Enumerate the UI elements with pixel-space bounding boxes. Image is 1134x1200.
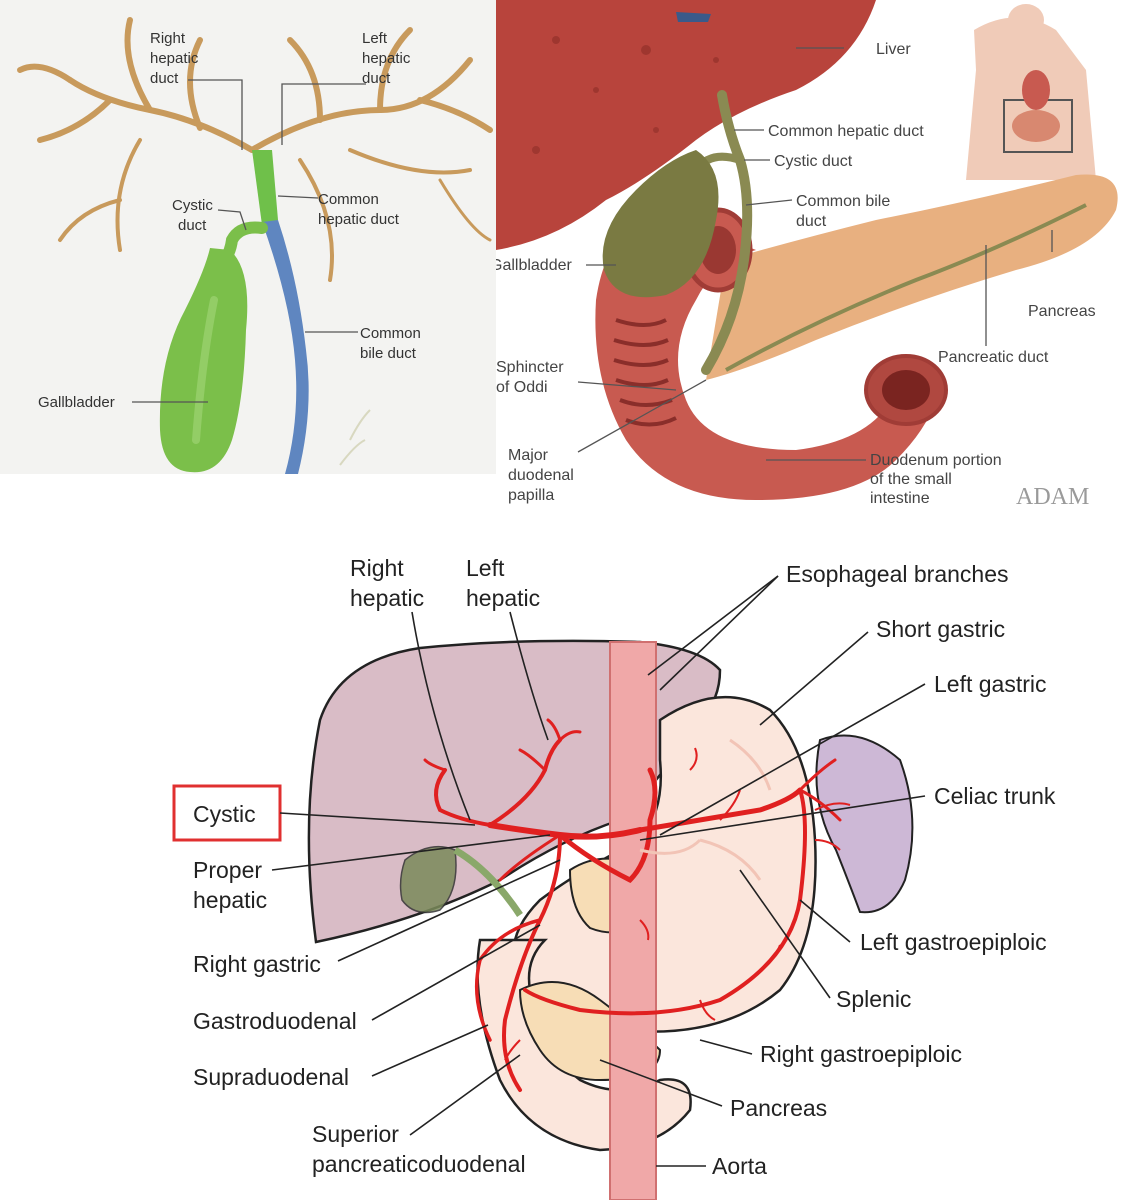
- leader-lines: [577, 47, 1053, 461]
- gastroduodenal-label: Gastroduodenal: [193, 1008, 357, 1034]
- common-hepatic-duct-label: Common hepatic duct: [768, 123, 924, 140]
- liver-shape: [496, 0, 876, 250]
- biliary-tree-panel: Right hepatic duct Left hepatic duct Cys…: [0, 0, 496, 474]
- cystic-duct-label: Cystic duct: [774, 153, 853, 170]
- common-hepatic-duct-label: Common hepatic duct: [318, 191, 400, 228]
- right-gastric-label: Right gastric: [193, 951, 321, 977]
- liver-vessel: [676, 12, 711, 22]
- torso-inset: [966, 4, 1096, 180]
- gallbladder-shape: [602, 150, 719, 298]
- right-hepatic-label: Right hepatic: [350, 555, 424, 611]
- leader-lines: [132, 79, 366, 403]
- cystic-label: Cystic: [193, 801, 256, 827]
- gallbladder-highlight: [192, 296, 218, 444]
- pancreas-label: Pancreas: [1028, 303, 1096, 320]
- artery-twigs: [504, 747, 851, 1061]
- biliary-tree-illustration: Right hepatic duct Left hepatic duct Cys…: [17, 17, 493, 474]
- pancreatic-duct-shape: [725, 203, 1087, 372]
- cystic-duct-shape: [453, 846, 523, 917]
- esophageal-branches-label: Esophageal branches: [786, 561, 1009, 587]
- supraduodenal-label: Supraduodenal: [193, 1064, 349, 1090]
- celiac-trunk-label: Celiac trunk: [934, 783, 1056, 809]
- pancreas-label: Pancreas: [730, 1095, 827, 1121]
- common-hepatic-duct-shape: [701, 90, 753, 375]
- aorta-label: Aorta: [712, 1153, 767, 1179]
- left-hepatic-label: Left hepatic: [466, 555, 540, 611]
- liver-label: Liver: [876, 41, 911, 58]
- major-duodenal-papilla-label: Major duodenal papilla: [508, 447, 578, 504]
- gallbladder-label: Gallbladder: [38, 394, 115, 411]
- left-hepatic-duct-label: Left hepatic duct: [362, 30, 415, 87]
- gallbladder-label: Gallbladder: [496, 257, 573, 274]
- common-bile-duct-label: Common bile duct: [796, 193, 895, 230]
- right-gastroepiploic-label: Right gastroepiploic: [760, 1041, 962, 1067]
- pancreas-duodenum-panel: Liver Common hepatic duct Cystic duct Co…: [496, 0, 1134, 504]
- sphincter-of-oddi-label: Sphincter of Oddi: [496, 359, 568, 396]
- right-hepatic-duct-label: Right hepatic duct: [150, 30, 203, 87]
- duodenum-label: Duodenum portion of the small intestine: [870, 452, 1006, 504]
- artery-network: [423, 718, 842, 1092]
- common-bile-duct-label: Common bile duct: [360, 325, 425, 362]
- left-gastric-label: Left gastric: [934, 671, 1047, 697]
- common-bile-duct-shape: [262, 220, 309, 474]
- superior-pancreaticoduodenal-label: Superior pancreaticoduodenal: [312, 1121, 526, 1177]
- adam-watermark: ADAM: [1016, 484, 1089, 504]
- liver-texture: [532, 36, 719, 154]
- branch-decoration: [339, 409, 371, 466]
- stomach-veins: [639, 738, 772, 881]
- hepatic-duct-branches: [17, 17, 493, 282]
- celiac-arteries-panel: Right hepatic Left hepatic Esophageal br…: [0, 520, 1134, 1200]
- spleen-shape: [815, 734, 914, 914]
- proper-hepatic-label: Proper hepatic: [193, 857, 268, 913]
- celiac-arteries-illustration: Right hepatic Left hepatic Esophageal br…: [172, 555, 1056, 1200]
- gallbladder-shape: [399, 845, 457, 914]
- cystic-duct-label: Cystic duct: [172, 197, 217, 234]
- common-hepatic-duct-shape: [252, 150, 278, 225]
- left-gastroepiploic-label: Left gastroepiploic: [860, 929, 1047, 955]
- pancreatic-duct-label: Pancreatic duct: [938, 349, 1049, 366]
- aorta-shape: [609, 641, 657, 1200]
- splenic-label: Splenic: [836, 986, 911, 1012]
- leader-lines: [271, 575, 926, 1167]
- short-gastric-label: Short gastric: [876, 616, 1005, 642]
- pancreas-duodenum-illustration: Liver Common hepatic duct Cystic duct Co…: [496, 0, 1118, 504]
